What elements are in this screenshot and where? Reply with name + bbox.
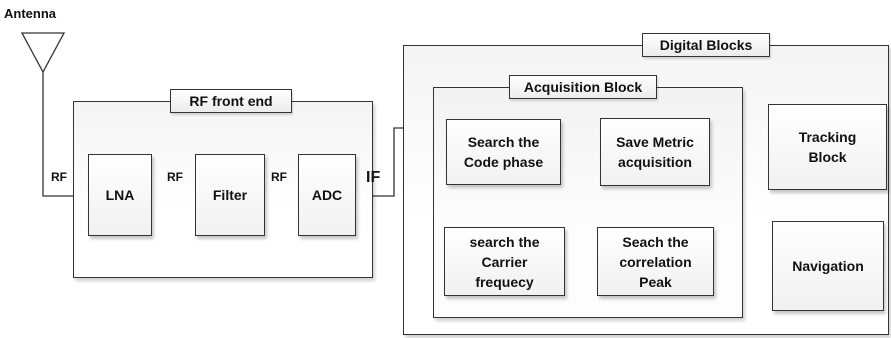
digital-blocks-title: Digital Blocks <box>642 33 770 57</box>
rf-signal-label-antenna: RF <box>51 170 67 184</box>
acquisition-block-title: Acquisition Block <box>509 75 657 99</box>
tracking-block: Tracking Block <box>768 104 887 190</box>
lna-block: LNA <box>88 154 152 236</box>
rf-front-end-title: RF front end <box>170 89 292 113</box>
rf-signal-label-filter: RF <box>271 170 287 184</box>
antenna-label: Antenna <box>4 6 56 21</box>
navigation-block: Navigation <box>772 221 884 311</box>
adc-block: ADC <box>298 154 356 236</box>
search-code-phase-block: Search the Code phase <box>446 119 561 185</box>
filter-block: Filter <box>195 154 265 236</box>
arrow-antenna-to-lna <box>42 72 87 201</box>
search-carrier-frequency-block: search the Carrier frequecy <box>444 227 565 296</box>
rf-signal-label-lna: RF <box>167 170 183 184</box>
search-correlation-peak-block: Seach the correlation Peak <box>597 227 714 296</box>
save-metric-acquisition-block: Save Metric acquisition <box>600 118 710 186</box>
antenna-icon <box>20 32 66 74</box>
if-signal-label: IF <box>366 169 381 186</box>
